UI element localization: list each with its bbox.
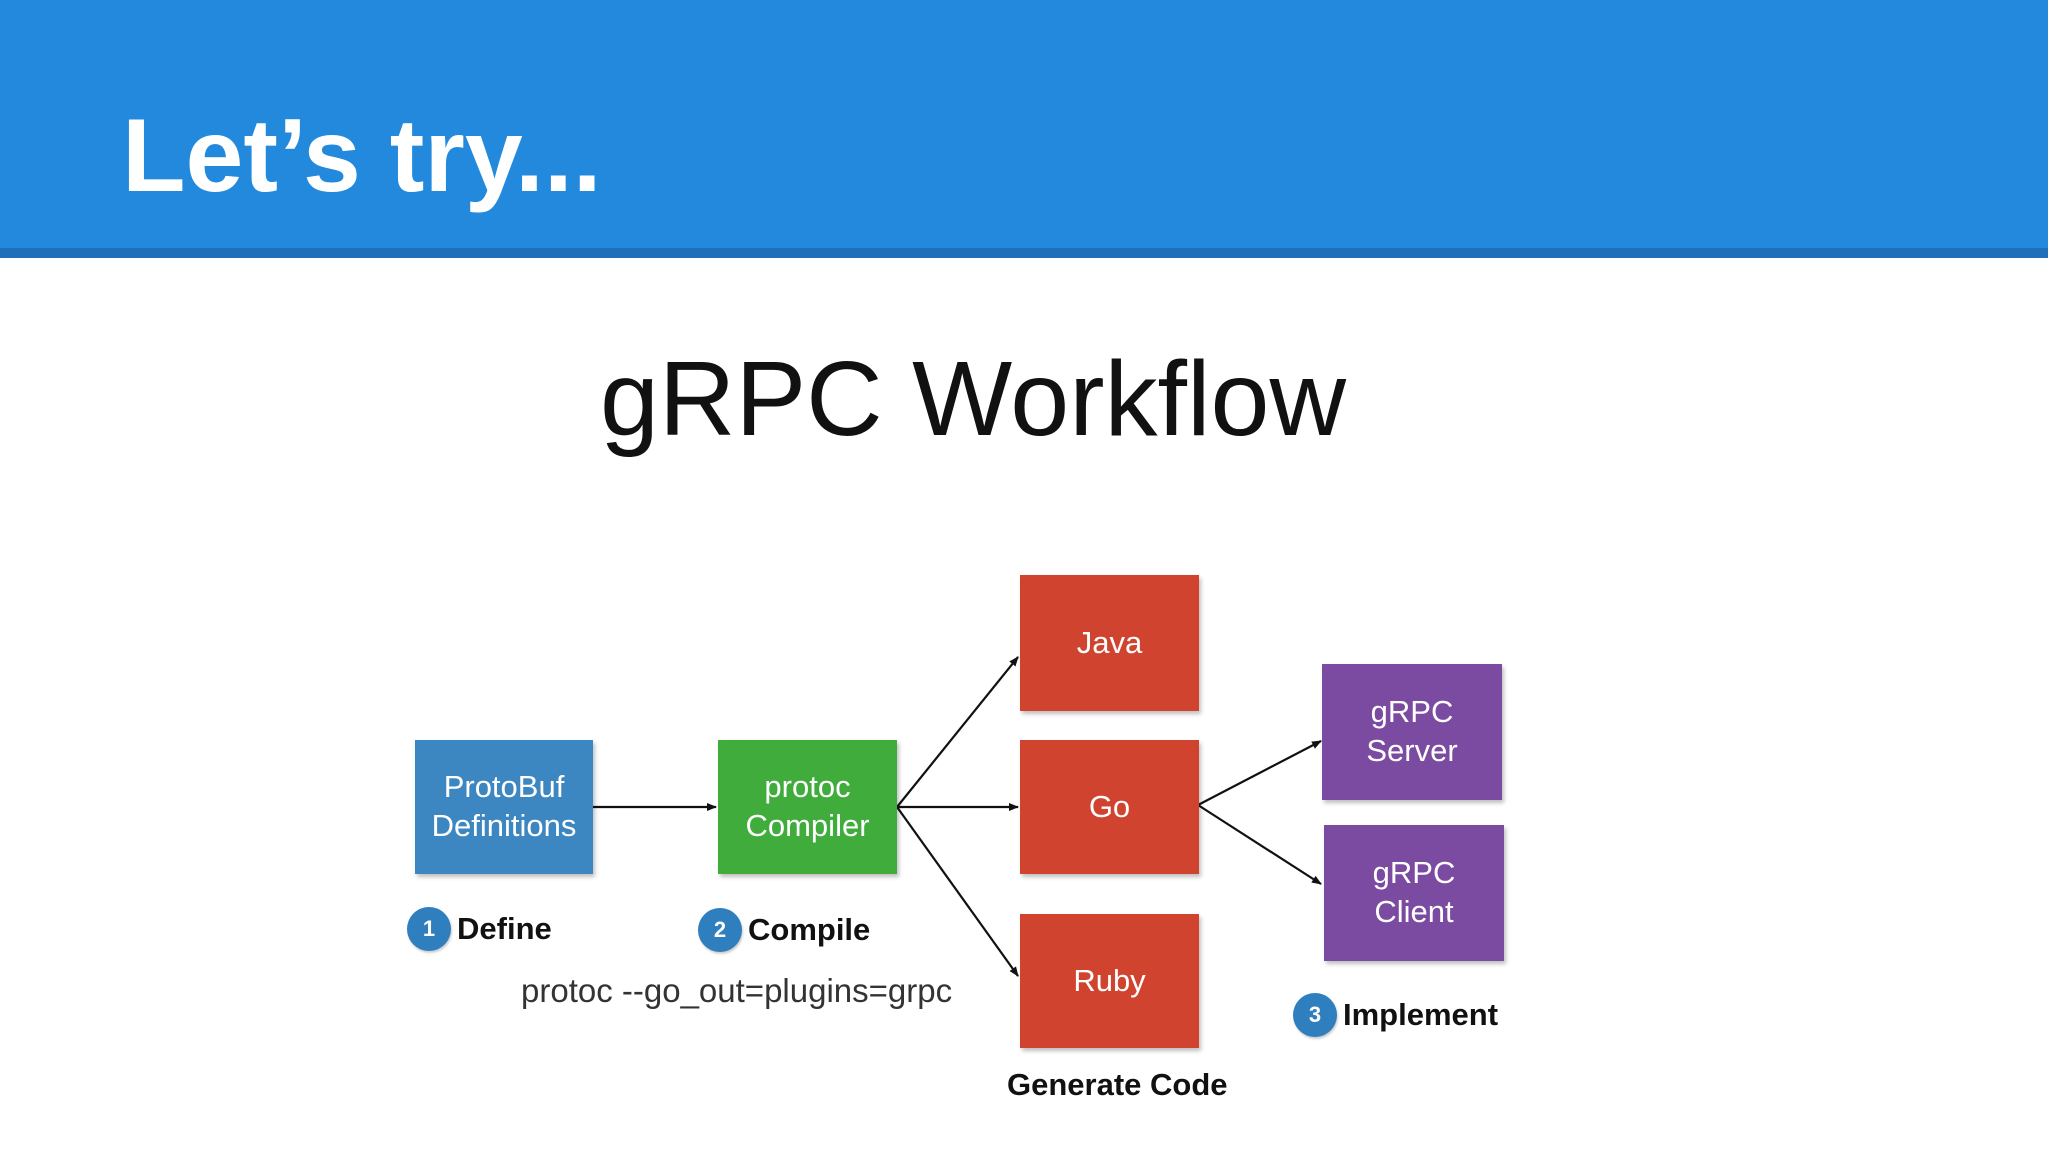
- slide-title: Let’s try...: [122, 98, 602, 214]
- protobuf-line2: Definitions: [431, 808, 577, 843]
- arrow-protoc-to-java: [896, 656, 1019, 808]
- diagram-title: gRPC Workflow: [599, 340, 1347, 458]
- header-bar: [0, 0, 2048, 248]
- go-box: Go: [1020, 740, 1199, 874]
- server-line1: gRPC: [1370, 694, 1454, 730]
- java-box: Java: [1020, 575, 1199, 711]
- ruby-box: Ruby: [1020, 914, 1199, 1048]
- protoc-line1: protoc: [764, 769, 851, 805]
- protoc-compiler-box: protoc Compiler: [718, 740, 897, 874]
- step-compile: 2 Compile: [698, 908, 870, 952]
- step-number-badge: 2: [698, 908, 742, 952]
- arrow-protoc-to-ruby: [896, 806, 1019, 977]
- step-number-badge: 3: [1293, 993, 1337, 1037]
- server-line2: Server: [1366, 733, 1458, 768]
- step-number-badge: 1: [407, 907, 451, 951]
- protobuf-line1: ProtoBuf: [443, 769, 565, 805]
- ruby-label: Ruby: [1073, 962, 1146, 998]
- java-label: Java: [1076, 624, 1143, 660]
- grpc-server-box: gRPC Server: [1322, 664, 1502, 800]
- go-label: Go: [1088, 788, 1131, 824]
- client-line2: Client: [1374, 894, 1454, 929]
- protoc-line2: Compiler: [745, 808, 870, 843]
- step-label: Implement: [1343, 997, 1499, 1032]
- client-line1: gRPC: [1372, 855, 1456, 891]
- generate-code-label: Generate Code: [1007, 1067, 1228, 1102]
- grpc-client-box: gRPC Client: [1324, 825, 1504, 961]
- header-divider: [0, 248, 2048, 258]
- step-define: 1 Define: [407, 907, 552, 951]
- arrow-go-to-server: [1197, 740, 1322, 806]
- protobuf-definitions-box: ProtoBuf Definitions: [415, 740, 593, 874]
- arrow-go-to-client: [1197, 804, 1322, 885]
- step-label: Compile: [748, 912, 871, 947]
- step-implement: 3 Implement: [1293, 993, 1498, 1037]
- step-label: Define: [457, 911, 552, 946]
- protoc-command: protoc --go_out=plugins=grpc: [521, 972, 953, 1009]
